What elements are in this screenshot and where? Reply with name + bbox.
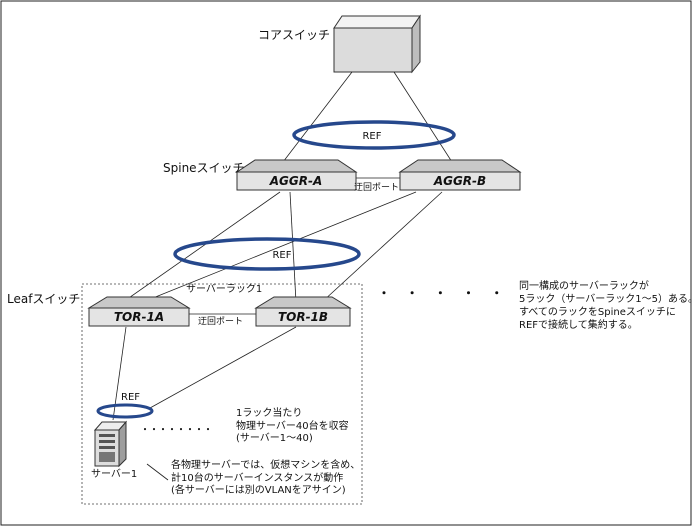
- ref-ring-bottom: [96, 403, 154, 419]
- link-aggr-a-tor-1b: [289, 191, 297, 303]
- rack-label: サーバーラック1: [186, 284, 263, 295]
- switch-tor-1b: TOR-1B: [254, 296, 352, 327]
- per-server-note: 各物理サーバーでは、仮想マシンを含め、 計10台のサーバーインスタンスが動作 (…: [171, 460, 360, 498]
- switch-aggr-b: AGGR-B: [398, 159, 522, 191]
- tor-1b-label: TOR-1B: [278, 310, 328, 324]
- ref-label-bottom: REF: [121, 392, 141, 403]
- switch-tor-1a: TOR-1A: [87, 296, 191, 327]
- link-aggr-b-tor-1a: [147, 191, 417, 301]
- detour-port-label-spine: 迂回ポート: [354, 183, 400, 193]
- per-server-note-line-2: 計10台のサーバーインスタンスが動作: [171, 472, 344, 484]
- ref-ring-top: [292, 120, 456, 150]
- ref-label-top: REF: [362, 131, 381, 142]
- racks-note-line-4: REFで接続して集約する。: [519, 320, 638, 331]
- more-racks-dots: ・ ・ ・ ・ ・: [378, 286, 509, 300]
- per-server-note-line-3: (各サーバーには別のVLANをアサイン): [171, 485, 346, 496]
- racks-note-line-3: すべてのラックをSpineスイッチに: [519, 307, 676, 318]
- core-switch: [333, 14, 421, 74]
- racks-note: 同一構成のサーバーラックが 5ラック（サーバーラック1～5）ある。 すべてのラッ…: [519, 280, 692, 332]
- spine-tier-label: Spineスイッチ: [163, 161, 245, 175]
- more-servers-dots: ・・・・・・・・: [140, 425, 213, 436]
- note-leader-line: [146, 463, 169, 481]
- per-rack-note-line-1: 1ラック当たり: [236, 408, 303, 419]
- racks-note-line-2: 5ラック（サーバーラック1～5）ある。: [519, 294, 692, 305]
- server-label: サーバー1: [91, 469, 138, 480]
- ref-ring-middle: [173, 237, 361, 271]
- core-switch-label: コアスイッチ: [258, 28, 331, 42]
- switch-aggr-a: AGGR-A: [235, 159, 358, 191]
- server-icon: [93, 420, 128, 468]
- link-core-aggr-b: [393, 71, 453, 163]
- racks-note-line-1: 同一構成のサーバーラックが: [519, 281, 649, 292]
- per-rack-note: 1ラック当たり 物理サーバー40台を収容 (サーバー1～40): [236, 408, 349, 446]
- detour-port-label-leaf: 迂回ポート: [198, 317, 244, 327]
- per-rack-note-line-2: 物理サーバー40台を収容: [236, 420, 349, 432]
- aggr-a-label: AGGR-A: [269, 174, 323, 188]
- tor-1a-label: TOR-1A: [114, 310, 164, 324]
- leaf-tier-label: Leafスイッチ: [7, 292, 81, 306]
- rack-boundary: [81, 283, 363, 505]
- link-core-aggr-a: [282, 71, 353, 163]
- ref-label-middle: REF: [272, 250, 291, 261]
- link-aggr-a-tor-1a: [125, 191, 281, 301]
- per-server-note-line-1: 各物理サーバーでは、仮想マシンを含め、: [171, 460, 361, 471]
- per-rack-note-line-3: (サーバー1～40): [236, 433, 313, 444]
- aggr-b-label: AGGR-B: [433, 174, 486, 188]
- link-tor-1b-server: [149, 326, 297, 409]
